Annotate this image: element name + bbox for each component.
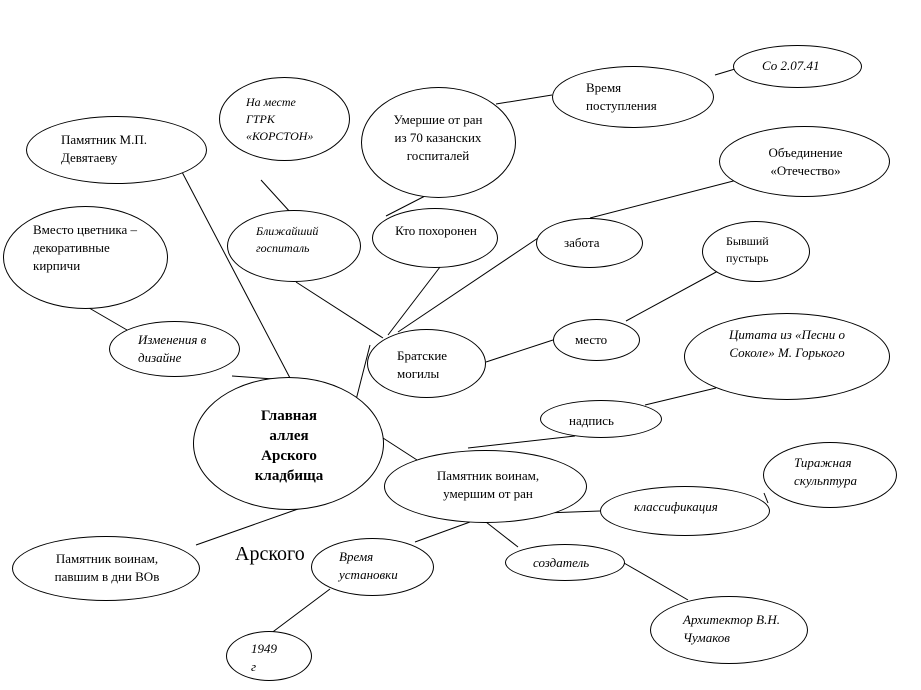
node-vremya-ustanovki: Время установки — [311, 538, 434, 596]
link-kto-umershie — [385, 195, 426, 217]
node-tirazhnaya-skulptura: Тиражная скульптура — [763, 442, 897, 508]
node-sozdatel-label: создатель — [533, 555, 590, 570]
node-izmeneniya-v-dizayne-label: Изменения в дизайне — [138, 332, 207, 365]
link-glavnaya-pamyatnik-umershim — [382, 437, 418, 461]
node-glavnaya-alleya-label: Главная аллея Арского кладбища — [254, 408, 324, 484]
node-nadpis: надпись — [540, 400, 662, 438]
link-pamyatnik-sozdatel — [485, 521, 519, 548]
node-nadpis-label: надпись — [569, 413, 614, 428]
node-klassifikatsiya-label: классификация — [634, 499, 718, 514]
node-tirazhnaya-skulptura-label: Тиражная скульптура — [794, 455, 858, 488]
node-year-1949: 1949 г — [226, 631, 312, 681]
node-kto-pohoronen-label: Кто похоронен — [395, 223, 477, 238]
node-vmesto-tsvetnika-label: Вместо цветника – декоративные кирпичи — [33, 222, 138, 273]
node-vremya-postupleniya-label: Время поступления — [586, 80, 657, 113]
link-mesto-byvshiy — [625, 270, 719, 322]
node-kto-pohoronen: Кто похоронен — [372, 208, 498, 268]
node-blizhaishiy-gospital-label: Ближайший госпиталь — [256, 224, 319, 255]
node-arhitektor: Архитектор В.Н. Чумаков — [650, 596, 808, 664]
node-pamyatnik-devyataevu: Памятник М.П. Девятаеву — [26, 116, 207, 184]
link-bratskie-mesto — [485, 339, 554, 363]
node-byvshiy-pustyr-label: Бывший пустырь — [726, 234, 769, 265]
link-sozdatel-arhitektor — [623, 562, 689, 601]
node-na-meste-gtrk: На месте ГТРК «КОРСТОН» — [219, 77, 350, 161]
node-bratskie-mogily: Братские могилы — [367, 329, 486, 398]
node-obedinenie-otechestvo: Объединение «Отечество» — [719, 126, 890, 197]
link-pamyatnik-vremya-ustanovki — [414, 521, 471, 543]
node-pamyatnik-devyataevu-label: Памятник М.П. Девятаеву — [61, 132, 147, 165]
node-vremya-ustanovki-label: Время установки — [339, 549, 398, 582]
node-pamyatnik-voinam-pavshim-label: Памятник воинам, павшим в дни ВОв — [54, 551, 160, 584]
node-blizhaishiy-gospital: Ближайший госпиталь — [227, 210, 361, 282]
node-bratskie-mogily-label: Братские могилы — [397, 348, 448, 381]
node-zabota-label: забота — [564, 235, 600, 250]
node-zabota: забота — [536, 218, 643, 268]
node-so-date-label: Со 2.07.41 — [762, 58, 820, 73]
node-byvshiy-pustyr: Бывший пустырь — [702, 221, 810, 282]
node-umershie-ot-ran: Умершие от ран из 70 казанских госпитале… — [361, 87, 516, 198]
node-na-meste-gtrk-label: На месте ГТРК «КОРСТОН» — [246, 95, 314, 143]
link-glavnaya-bratskie — [355, 344, 371, 401]
link-bratskie-zabota — [397, 235, 542, 333]
node-vmesto-tsvetnika: Вместо цветника – декоративные кирпичи — [3, 206, 168, 309]
node-so-date: Со 2.07.41 — [733, 45, 862, 88]
link-umershie-vremya — [495, 94, 553, 105]
link-pamyatnik-nadpis — [467, 435, 576, 449]
link-bratskie-kto — [387, 266, 441, 336]
link-glavnaya-devyataevu — [181, 171, 291, 379]
node-tsitata-label: Цитата из «Песни о Соколе» М. Горького — [728, 327, 845, 360]
node-mesto: место — [553, 319, 640, 361]
link-glavnaya-pavshim — [195, 508, 299, 546]
link-bratskie-blizhaishiy — [295, 281, 384, 339]
node-vremya-postupleniya: Время поступления — [552, 66, 714, 128]
link-nadpis-tsitata — [644, 387, 717, 406]
node-umershie-ot-ran-label: Умершие от ран из 70 казанских госпитале… — [393, 112, 483, 163]
link-vremya-so — [714, 68, 736, 76]
node-pamyatnik-voinam-umershim-label: Памятник воинам, умершим от ран — [436, 468, 540, 501]
node-pamyatnik-voinam-umershim: Памятник воинам, умершим от ран — [384, 450, 587, 523]
link-zabota-obedinenie — [589, 177, 746, 219]
link-klassifikatsiya-tirazhnaya — [763, 492, 769, 504]
node-year-1949-label: 1949 г — [251, 641, 277, 674]
node-glavnaya-alleya: Главная аллея Арского кладбища — [193, 377, 384, 510]
node-tsitata: Цитата из «Песни о Соколе» М. Горького — [684, 313, 890, 400]
link-vremya-ustanovki-year — [269, 588, 331, 635]
link-blizhaishiy-na-meste — [260, 179, 292, 214]
node-izmeneniya-v-dizayne: Изменения в дизайне — [109, 321, 240, 377]
node-arhitektor-label: Архитектор В.Н. Чумаков — [683, 612, 780, 645]
node-sozdatel: создатель — [505, 544, 625, 581]
link-izmeneniya-vmesto — [83, 304, 128, 331]
node-mesto-label: место — [575, 332, 608, 347]
node-obedinenie-otechestvo-label: Объединение «Отечество» — [768, 145, 843, 178]
arskogo-overflow-text: Арского — [235, 543, 305, 565]
node-pamyatnik-voinam-pavshim: Памятник воинам, павшим в дни ВОв — [12, 536, 200, 601]
node-klassifikatsiya: классификация — [600, 486, 770, 536]
